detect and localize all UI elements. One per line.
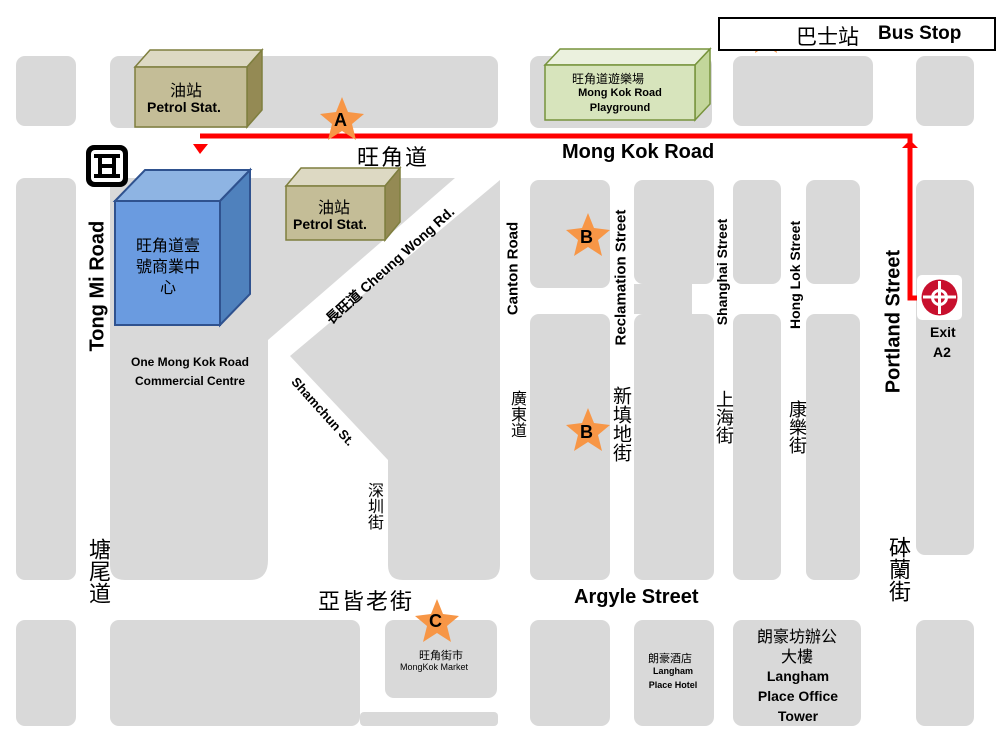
mong-kok-road-label-zh: 旺角道 [357,146,430,171]
bus-stop-b2-label: B [580,422,593,442]
argyle-street-label-zh: 亞皆老街 [318,590,415,615]
portland-street-label-en: Portland Street [882,249,905,394]
block [634,284,692,314]
block [16,620,76,726]
bus-stop-a-icon [320,97,364,140]
block [110,620,360,726]
petrol1-label-en: Petrol Stat. [147,99,221,115]
legend-label-zh: 巴士站 [796,25,859,49]
bus-stop-b2-icon [566,408,610,451]
reclamation-street-label-zh: 新填地街 [610,386,632,462]
shanghai-street-label-zh: 上海街 [713,390,734,444]
block [16,56,76,126]
legend [718,17,996,51]
block [634,314,714,580]
block [916,180,974,555]
petrol2-label-zh: 油站 [318,198,351,217]
block [733,620,861,726]
office-label-zh: 朗豪坊辦公大樓 [756,627,837,666]
petrol2-label-en: Petrol Stat. [293,216,367,232]
shamchun-street-label-zh: 深圳街 [365,482,384,530]
block [530,620,610,726]
shanghai-street-label-en: Shanghai Street [714,218,730,326]
hotel-label-en: Langham Place Hotel [648,666,698,690]
legend-label-en: Bus Stop [878,23,962,44]
hong-lok-street-label-zh: 康樂街 [786,400,807,454]
hotel-icon [86,145,128,187]
omk-label-zh: 旺角道壹號商業中心 [135,236,200,297]
market-label-zh: 旺角街市 [419,649,463,662]
block [634,180,714,284]
block [733,314,781,580]
block [916,56,974,126]
canton-road-label-zh: 廣東道 [508,390,527,438]
block [806,314,860,580]
tong-mi-road-label-en: Tong Mi Road [86,220,109,352]
office-label-en: Langham Place Office Tower [757,668,839,724]
bus-stop-b1-label: B [580,227,593,247]
block [360,712,498,726]
tong-mi-road-label-zh: 塘尾道 [85,538,110,604]
block [916,620,974,726]
bus-stop-b1-icon [566,213,610,256]
mtr-exit-label: Exit [930,324,956,340]
canton-road-label-en: Canton Road [504,221,522,316]
market-label-en: MongKok Market [400,662,469,672]
bus-stop-c-icon [415,599,459,642]
block [634,620,714,726]
mong-kok-road-label-en: Mong Kok Road [562,141,715,163]
mtr-icon [917,275,962,320]
playground-label-zh: 旺角道遊樂場 [572,72,645,86]
canton-block [290,180,500,580]
portland-street-label-zh: 砵蘭街 [885,536,910,602]
bus-stop-c-label: C [429,611,442,631]
route-arrow-up [902,140,918,148]
hotel-label-zh: 朗豪酒店 [648,652,692,665]
reclamation-street-label-en: Reclamation Street [612,209,630,346]
block [733,56,873,126]
mtr-exit-code: A2 [933,344,951,360]
omk-label-en: One Mong Kok Road Commercial Centre [131,355,249,388]
block [733,180,781,284]
block [16,178,76,580]
bus-stop-a-label: A [334,110,347,130]
hong-lok-street-label-en: Hong Lok Street [787,220,803,329]
argyle-street-label-en: Argyle Street [574,586,699,608]
petrol1-label-zh: 油站 [170,81,203,100]
route-arrow-left [193,144,208,154]
block [806,180,860,284]
playground-label-en: Mong Kok Road Playground [578,87,662,114]
